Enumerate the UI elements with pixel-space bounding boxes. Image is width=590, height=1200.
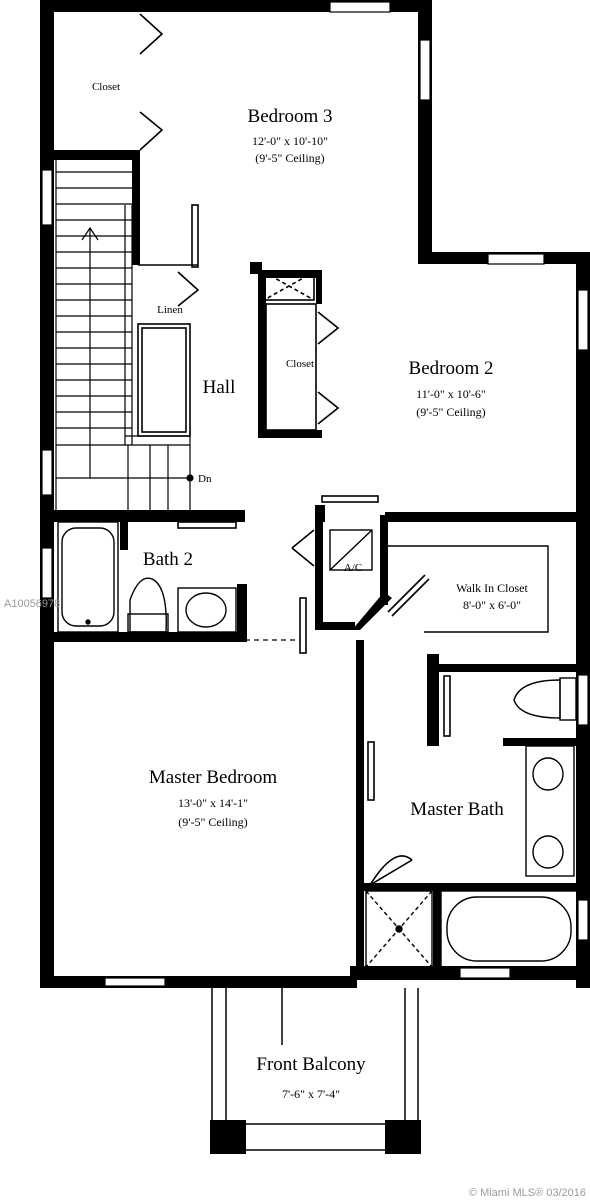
staircase — [55, 160, 194, 510]
mls-copyright-watermark: © Miami MLS® 03/2016 — [469, 1187, 586, 1199]
bath2-name: Bath 2 — [143, 549, 193, 570]
hall-name: Hall — [203, 377, 236, 398]
exterior-walls — [40, 0, 590, 988]
bedroom3-dims: 12'-0" x 10'-10" — [252, 134, 328, 148]
bedroom2-name: Bedroom 2 — [409, 358, 494, 379]
balcony-outline — [211, 988, 419, 1151]
master-bath-name: Master Bath — [410, 799, 504, 820]
fixtures — [57, 521, 578, 968]
closet-bed3-label: Closet — [92, 81, 120, 93]
linen-label: Linen — [157, 304, 183, 316]
bedroom3-ceiling: (9'-5" Ceiling) — [255, 151, 324, 165]
bedroom3-name: Bedroom 3 — [248, 106, 333, 127]
listing-id-watermark: A10056978 — [4, 598, 60, 610]
windows — [41, 1, 589, 987]
ac-label: A/C — [344, 562, 362, 574]
master-bedroom-name: Master Bedroom — [149, 767, 277, 788]
front-balcony-name: Front Balcony — [256, 1054, 366, 1075]
bedroom2-dims: 11'-0" x 10'-6" — [416, 387, 486, 401]
master-bedroom-dims: 13'-0" x 14'-1" — [178, 796, 248, 810]
room-labels: Bedroom 3 12'-0" x 10'-10" (9'-5" Ceilin… — [92, 81, 529, 1101]
master-bedroom-ceiling: (9'-5" Ceiling) — [178, 815, 247, 829]
openings — [245, 639, 361, 740]
front-balcony-dims: 7'-6" x 7'-4" — [282, 1087, 340, 1101]
doors — [137, 13, 451, 886]
interior-walls — [40, 150, 590, 1154]
closet-bed2-label: Closet — [286, 358, 314, 370]
bedroom2-ceiling: (9'-5" Ceiling) — [416, 405, 485, 419]
walk-in-closet-dims: 8'-0" x 6'-0" — [463, 598, 521, 612]
walk-in-closet-name: Walk In Closet — [456, 581, 528, 595]
dn-label: Dn — [198, 473, 212, 485]
